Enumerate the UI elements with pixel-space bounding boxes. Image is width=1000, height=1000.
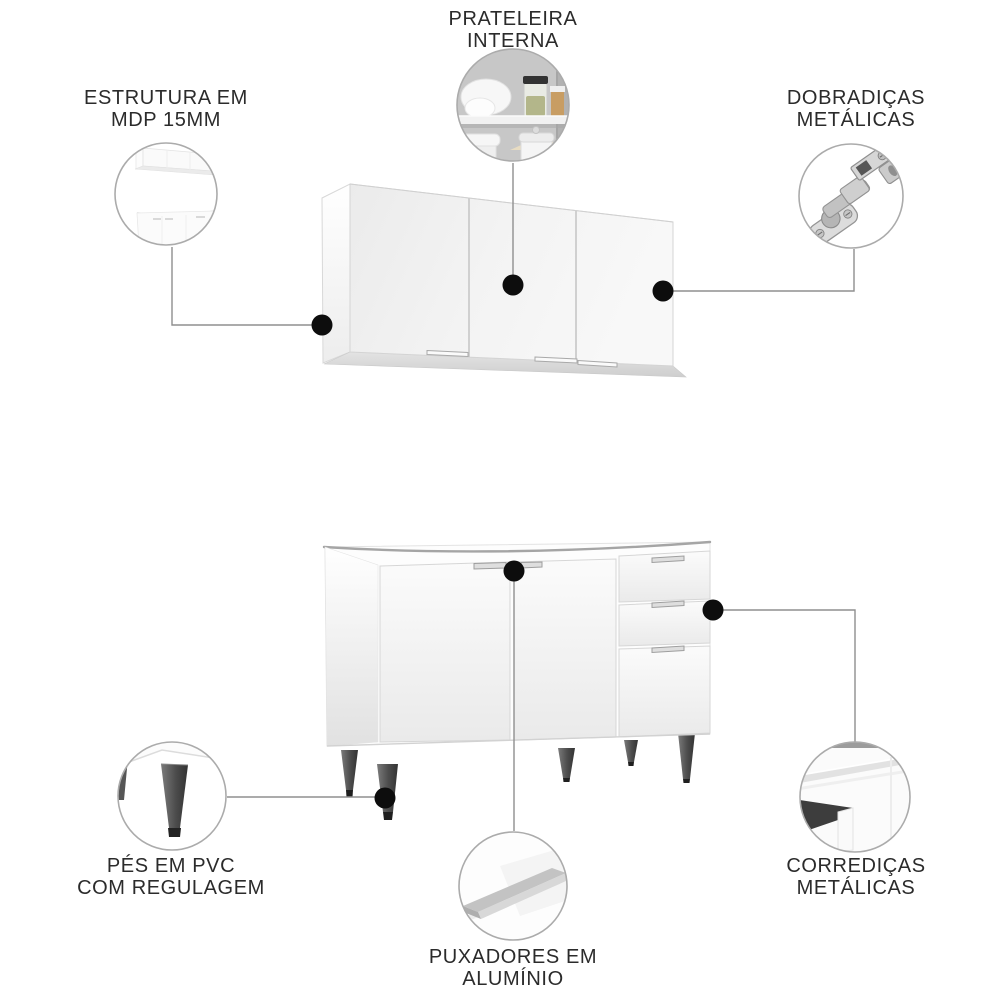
callout-label-hinges-line1: DOBRADIÇAS [786,87,926,109]
callout-label-slides-line1: CORREDIÇAS [786,855,926,877]
callout-label-structure-line1: ESTRUTURA EM [84,87,248,109]
callout-label-structure: ESTRUTURA EM MDP 15MM [16,87,316,131]
handle-detail-image [459,832,567,940]
callout-dots [311,274,724,809]
feet-detail-circle [117,741,227,851]
wall-cabinet-handles [426,349,618,368]
callout-label-shelf-line2: INTERNA [467,30,559,52]
callout-label-structure-line2: MDP 15MM [110,109,221,131]
callout-dot-slides [702,599,724,621]
slide-detail-image [800,742,910,852]
shelf-detail-image [457,49,569,161]
callout-dot-shelf [502,274,524,296]
base-cabinet-handles [473,555,685,654]
callout-line-hinges [663,249,855,292]
callout-label-slides-line2: METÁLICAS [796,877,916,899]
base-cabinet-illustration [322,540,712,820]
callout-dot-handles [503,560,525,582]
handle-detail-circle [458,831,568,941]
callout-label-shelf: PRATELEIRA INTERNA [363,8,663,52]
callout-dot-hinges [652,280,674,302]
connector-lines [171,163,856,831]
callout-label-handles-line1: PUXADORES EM [428,946,598,968]
callout-label-feet-line2: COM REGULAGEM [77,877,265,899]
callout-label-feet: PÉS EM PVC COM REGULAGEM [21,855,321,899]
structure-detail-circle [114,142,218,246]
callout-line-slides [713,609,856,742]
callout-label-hinges: DOBRADIÇAS METÁLICAS [706,87,1000,131]
callout-label-handles: PUXADORES EM ALUMÍNIO [363,946,663,990]
callout-label-slides: CORREDIÇAS METÁLICAS [706,855,1000,899]
callout-line-structure [171,247,322,326]
callout-dot-structure [311,314,333,336]
hinge-detail-circle [798,143,904,249]
cabinet-legs [341,733,695,820]
slides-detail-circle [799,741,911,853]
shelf-detail-circle [456,48,570,162]
callout-dot-feet [374,787,396,809]
callout-label-feet-line1: PÉS EM PVC [106,855,236,877]
callout-label-handles-line2: ALUMÍNIO [462,968,564,990]
callout-label-hinges-line2: METÁLICAS [796,109,916,131]
callout-label-shelf-line1: PRATELEIRA [448,8,578,30]
